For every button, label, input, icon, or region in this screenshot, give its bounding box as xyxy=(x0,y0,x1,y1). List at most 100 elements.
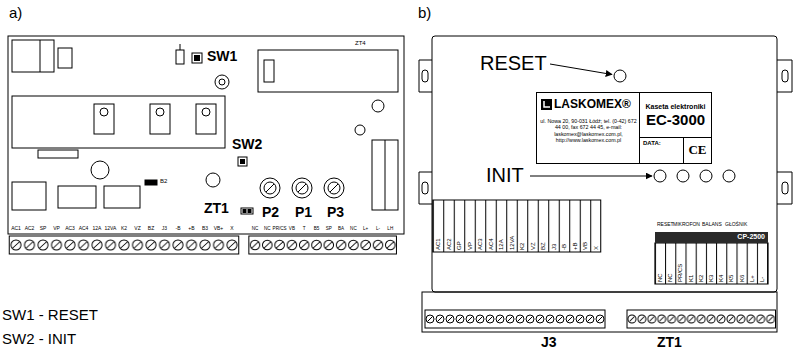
part-label: a) xyxy=(9,4,22,21)
transistor-hole xyxy=(202,108,210,116)
pin-label: AC4 xyxy=(487,238,494,250)
pin-label: NC xyxy=(350,226,357,231)
connector-block xyxy=(258,50,398,92)
part-label: RESET xyxy=(480,52,547,75)
component-detail xyxy=(385,140,386,210)
component xyxy=(372,140,398,210)
pin-label: 12VA xyxy=(508,236,515,250)
pin-label: BZ xyxy=(540,242,547,250)
enclosure-body xyxy=(432,36,777,292)
pin-label: 12VA xyxy=(105,226,117,232)
pin-header xyxy=(38,150,78,158)
pin-label: +B xyxy=(188,226,194,232)
pcb-outline xyxy=(8,36,404,234)
terminal-strip xyxy=(422,292,777,332)
pin-label: X xyxy=(592,246,599,250)
relay xyxy=(12,40,54,72)
pin-label: J3 xyxy=(550,244,557,250)
trimpot xyxy=(292,178,312,198)
pin-label: J3 xyxy=(162,226,167,232)
terminal-block xyxy=(425,310,605,328)
led-hole xyxy=(700,170,712,182)
pin-label: T xyxy=(303,226,306,231)
pin-label: VZ xyxy=(134,226,140,232)
pin-label: K6 xyxy=(738,275,745,282)
pin-label: AC1 xyxy=(435,238,442,250)
part-label: ZT1 xyxy=(657,334,682,350)
pin-label: BZ xyxy=(148,226,154,232)
mounting-slot xyxy=(782,70,788,82)
part-label: ZT4 xyxy=(355,40,366,47)
reset-hole xyxy=(614,70,626,82)
pin-label: PR/CS xyxy=(273,226,287,231)
mounting-ear xyxy=(777,172,792,204)
part-label: J3 xyxy=(541,334,557,350)
heatsink xyxy=(12,96,225,148)
ce-box: CE xyxy=(683,137,711,163)
pin-label: NC xyxy=(667,273,674,282)
pin-label: AC2 xyxy=(445,238,452,250)
trimpot-slot xyxy=(266,184,274,192)
trimpot xyxy=(324,178,344,198)
pin-label: VZ xyxy=(529,242,536,250)
mounting-ear xyxy=(777,60,792,92)
part-label: BALANS xyxy=(702,222,722,228)
pin-label: K2 xyxy=(121,226,127,232)
logo-mark-detail xyxy=(544,101,550,107)
model-box: Kaseta elektronikiEC-3000 xyxy=(639,93,711,138)
mounting-slot xyxy=(422,70,428,82)
pin-label: B5 xyxy=(314,226,320,231)
part-label: GŁOŚNIK xyxy=(725,222,747,228)
trimpot-slot xyxy=(298,184,306,192)
part-label: MIKROFON xyxy=(673,222,700,228)
pin-label: PR/CS xyxy=(677,264,684,282)
pin-label: 12A xyxy=(93,226,102,232)
pin-label: K2 xyxy=(697,275,704,282)
pin-label: NC xyxy=(657,273,664,282)
terminal-block xyxy=(627,310,776,328)
name-plate: LASKOMEX®ul. Nowa 20, 90-031 Łódź; tel. … xyxy=(536,92,712,164)
relay xyxy=(104,186,140,208)
sw1-switch xyxy=(192,53,202,63)
component xyxy=(58,48,72,68)
pin-label: NC xyxy=(264,226,271,231)
date-box: DATA: xyxy=(639,137,684,163)
part-label: SW2 xyxy=(232,136,262,152)
part-label: INIT xyxy=(486,164,524,187)
pin-label: X xyxy=(230,226,233,232)
resistor xyxy=(176,50,184,64)
pin-label: K1 xyxy=(687,275,694,282)
trimpot-knob xyxy=(264,182,276,194)
part-label: b) xyxy=(418,4,431,21)
pin-label: AC4 xyxy=(79,226,89,232)
part-label: SW2 - INIT xyxy=(2,330,76,347)
pin-label: L- xyxy=(759,277,766,282)
pin-label: AC2 xyxy=(25,226,35,232)
terminal-block xyxy=(249,236,397,254)
pin-label: B3 xyxy=(202,226,208,232)
pin-label: K4 xyxy=(718,275,725,282)
relay-detail xyxy=(40,40,41,72)
jumper-pin xyxy=(248,210,251,213)
transistor xyxy=(196,104,216,134)
part-label: ZT1 xyxy=(204,200,229,216)
capacitor xyxy=(355,125,365,135)
trimpot xyxy=(260,178,280,198)
pin-label: 12A xyxy=(498,239,505,250)
node-text: CP-2500 xyxy=(737,233,765,241)
part-label: SW1 - RESET xyxy=(2,306,98,323)
label-strip xyxy=(655,243,768,284)
sw2-switch xyxy=(238,157,247,166)
mounting-ear xyxy=(419,60,432,92)
pin-label: L- xyxy=(376,226,380,231)
transistor-hole xyxy=(156,108,164,116)
leader-arrow xyxy=(550,64,612,75)
node-text: DATA: xyxy=(643,140,681,147)
pin-label: -B xyxy=(176,226,181,232)
node-text: CE xyxy=(688,143,706,158)
component xyxy=(264,60,274,82)
transistor xyxy=(94,104,114,134)
zt1-jumper xyxy=(241,208,253,214)
trimpot-knob xyxy=(296,182,308,194)
